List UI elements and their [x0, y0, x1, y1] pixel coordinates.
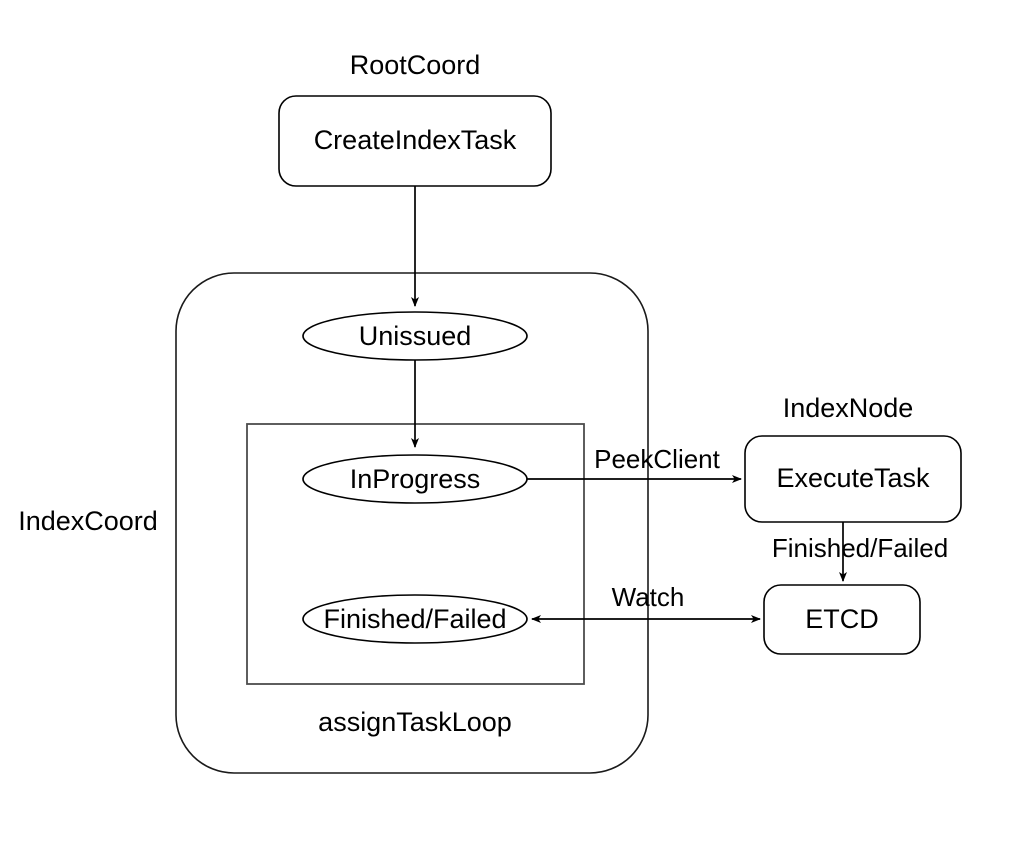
node-in-progress[interactable]: InProgress: [302, 454, 528, 504]
node-in-progress-shape: [302, 454, 528, 504]
node-create-index-task-shape: [278, 95, 552, 187]
node-create-index-task[interactable]: CreateIndexTask: [278, 95, 552, 187]
node-execute-task[interactable]: ExecuteTask: [744, 435, 962, 523]
node-create-index-task-label: CreateIndexTask: [314, 125, 517, 155]
node-finished-failed[interactable]: Finished/Failed: [302, 594, 528, 644]
node-etcd-shape: [763, 584, 921, 655]
node-unissued-label: Unissued: [359, 321, 472, 351]
node-unissued[interactable]: Unissued: [302, 311, 528, 361]
node-unissued-shape: [302, 311, 528, 361]
edge-label-watch: Watch: [612, 582, 685, 612]
edge-label-peek-client: PeekClient: [594, 444, 721, 474]
group-label-index-node: IndexNode: [783, 393, 914, 423]
node-finished-failed-label: Finished/Failed: [323, 604, 506, 634]
node-etcd-label: ETCD: [805, 604, 879, 634]
group-label-root-coord: RootCoord: [350, 50, 481, 80]
node-etcd[interactable]: ETCD: [763, 584, 921, 655]
node-in-progress-label: InProgress: [350, 464, 481, 494]
node-execute-task-shape: [744, 435, 962, 523]
container-label-index-coord: IndexCoord: [18, 506, 158, 536]
container-index-coord: [175, 272, 649, 774]
edge-label-finished-failed: Finished/Failed: [772, 533, 948, 563]
node-finished-failed-shape: [302, 594, 528, 644]
container-label-assign-task-loop: assignTaskLoop: [318, 707, 512, 737]
node-execute-task-label: ExecuteTask: [776, 463, 930, 493]
